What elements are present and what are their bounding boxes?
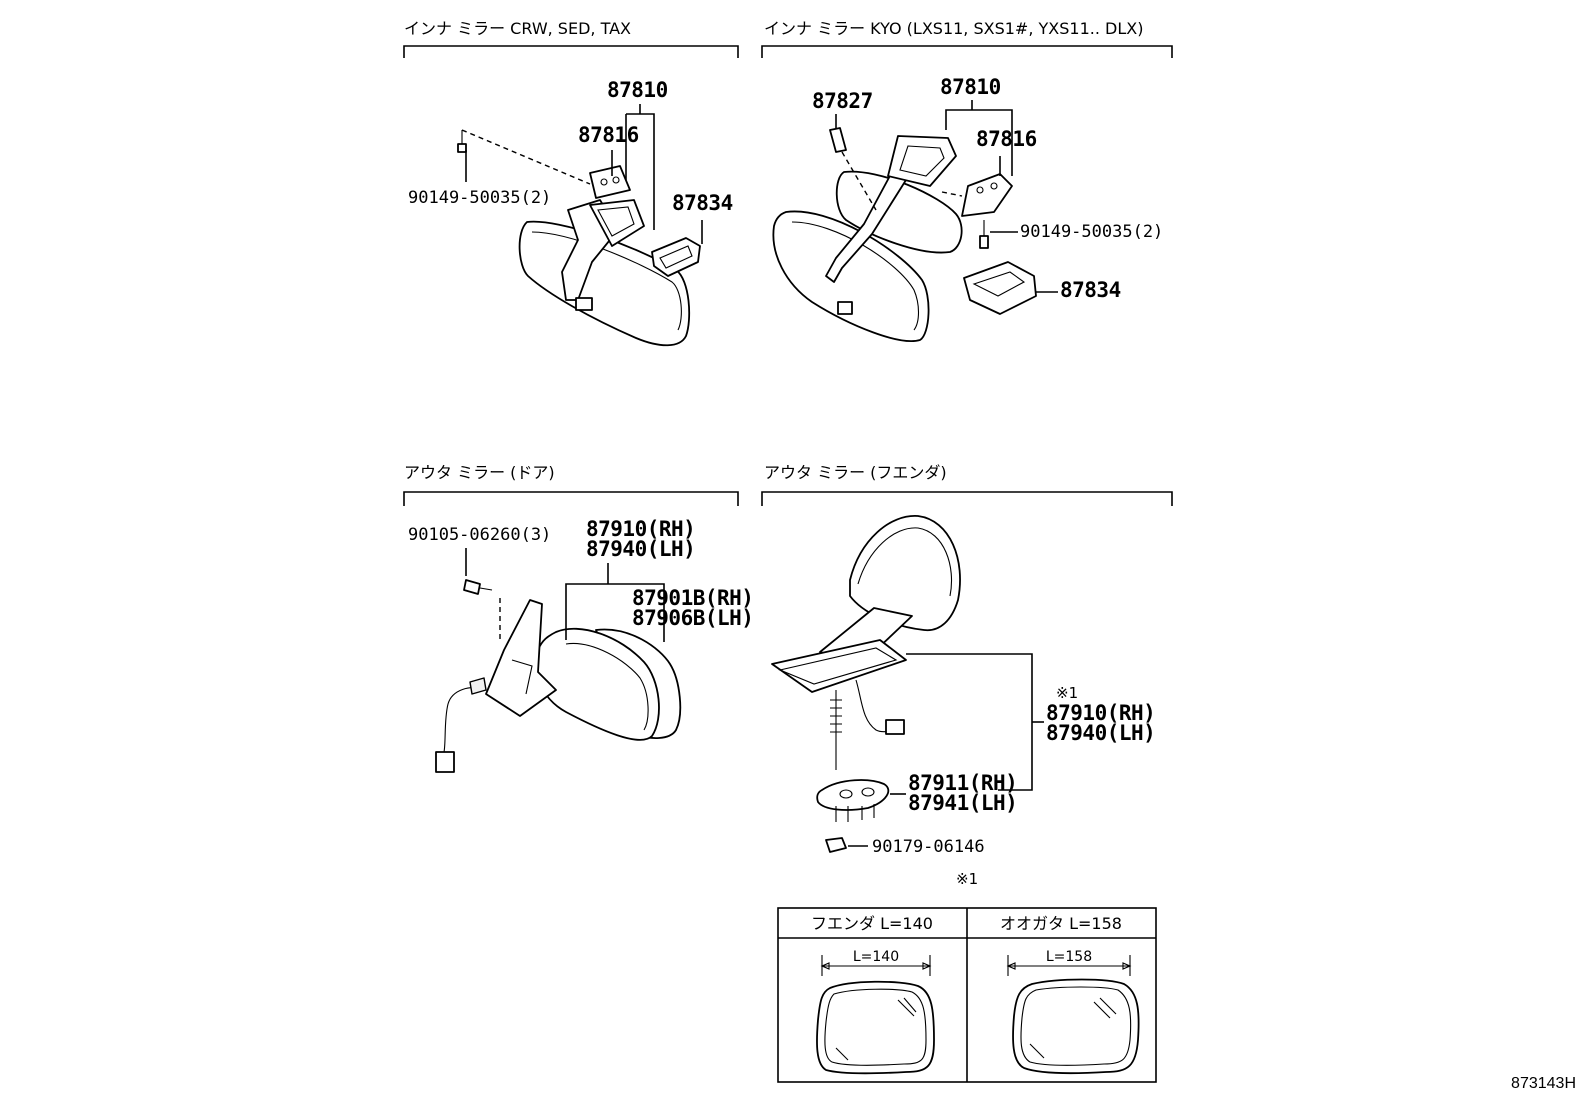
section-inner-mirror-kyo: インナ ミラー KYO (LXS11, SXS1#, YXS11.. DLX) xyxy=(761,19,1173,342)
section-bracket xyxy=(761,491,1173,506)
label-90149: 90149-50035(2) xyxy=(408,188,551,208)
table-col2-dim: L=158 xyxy=(1046,949,1092,965)
section-title-outer-fender: アウタ ミラー (フエンダ) xyxy=(764,463,947,482)
label-87910-door: 87910(RH) xyxy=(586,517,695,541)
section-bracket xyxy=(761,45,1173,58)
label-87816-kyo: 87816 xyxy=(976,127,1037,151)
leader-87910-fender xyxy=(906,653,1033,791)
table-col1-dim: L=140 xyxy=(853,949,899,965)
leader-87810-kyo xyxy=(945,100,1013,176)
section-outer-mirror-door: アウタ ミラー (ドア) 90105-06260(3) 87910(RH) 87… xyxy=(403,463,754,773)
inner-mirror-kyo-illustration xyxy=(772,127,1037,342)
label-87910-fender: 87910(RH) xyxy=(1046,701,1155,725)
inner-mirror-std-illustration xyxy=(457,129,701,347)
label-90105: 90105-06260(3) xyxy=(408,525,551,545)
section-inner-mirror-std: インナ ミラー CRW, SED, TAX 87 xyxy=(403,19,739,347)
table-col1-header: フエンダ L=140 xyxy=(811,914,933,933)
table-col2-header: オオガタ L=158 xyxy=(1000,914,1122,933)
label-87827: 87827 xyxy=(812,89,873,113)
section-title-inner-kyo: インナ ミラー KYO (LXS11, SXS1#, YXS11.. DLX) xyxy=(764,19,1143,38)
section-bracket xyxy=(403,491,739,506)
section-title-inner-std: インナ ミラー CRW, SED, TAX xyxy=(404,19,631,38)
table-mark: ※1 xyxy=(956,870,978,888)
label-87901b: 87901B(RH) xyxy=(632,586,753,610)
label-87941: 87941(LH) xyxy=(908,791,1017,815)
label-87816: 87816 xyxy=(578,123,639,147)
label-87906b: 87906B(LH) xyxy=(632,606,753,630)
large-mirror-glass: L=158 xyxy=(1006,949,1140,1075)
leader-87810 xyxy=(626,104,655,230)
mirror-size-table: ※1 フエンダ L=140 オオガタ L=158 L=140 L=158 xyxy=(777,870,1157,1083)
label-87810: 87810 xyxy=(607,78,668,102)
mark-note-1: ※1 xyxy=(1056,684,1078,702)
section-bracket xyxy=(403,45,739,58)
label-90179: 90179-06146 xyxy=(872,837,985,857)
leader-87910 xyxy=(565,583,665,642)
label-90149-kyo: 90149-50035(2) xyxy=(1020,222,1163,242)
label-87940-door: 87940(LH) xyxy=(586,537,695,561)
label-87810-kyo: 87810 xyxy=(940,75,1001,99)
outer-mirror-fender-illustration xyxy=(771,515,961,853)
label-87834: 87834 xyxy=(672,191,733,215)
fender-mirror-glass: L=140 xyxy=(816,949,935,1075)
label-87940-fender: 87940(LH) xyxy=(1046,721,1155,745)
section-outer-mirror-fender: アウタ ミラー (フエンダ) xyxy=(761,463,1173,857)
section-title-outer-door: アウタ ミラー (ドア) xyxy=(404,463,555,482)
outer-mirror-door-illustration xyxy=(435,579,682,773)
label-87834-kyo: 87834 xyxy=(1060,278,1121,302)
label-87911: 87911(RH) xyxy=(908,771,1017,795)
diagram-reference-code: 873143H xyxy=(1511,1075,1576,1092)
